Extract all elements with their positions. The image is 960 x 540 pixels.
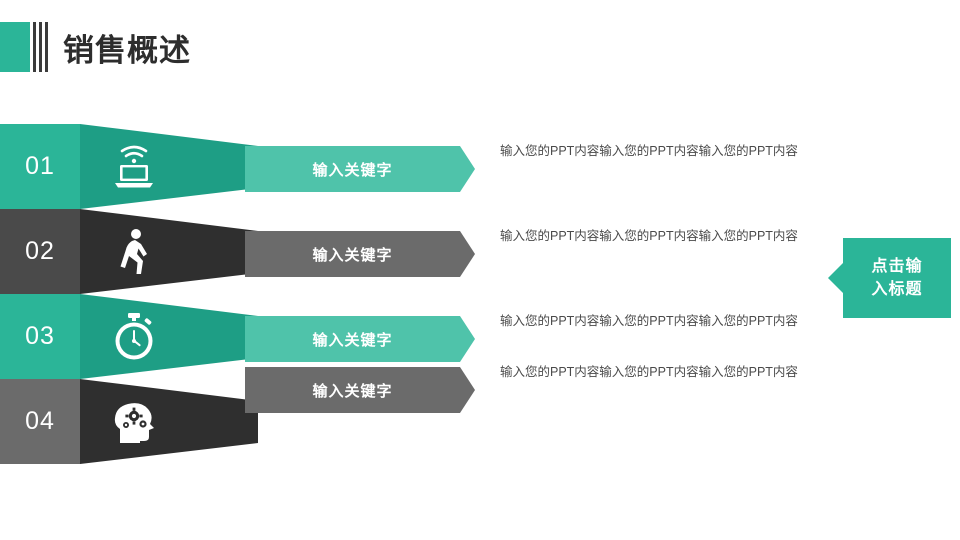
callout-arrow (828, 262, 844, 294)
diagram-row: 04 输入关键字 (0, 365, 960, 464)
row-keyword-block: 输入关键字 (245, 146, 475, 192)
row-body-text: 输入您的PPT内容输入您的PPT内容输入您的PPT内容 (500, 229, 798, 243)
row-keyword-block: 输入关键字 (245, 316, 475, 362)
page-title: 销售概述 (63, 32, 191, 68)
row-number-badge: 02 (0, 209, 80, 294)
row-keyword-label: 输入关键字 (312, 246, 393, 264)
laptop-wifi-icon (105, 138, 163, 196)
page-title-block: 销售概述 (0, 22, 191, 72)
row-body-text: 输入您的PPT内容输入您的PPT内容输入您的PPT内容 (500, 314, 798, 328)
diagram-row: 02 输入关键字 输入您的PPT内容输入您的PPT内容输入您的PPT内容 (0, 209, 960, 294)
title-stripe-decoration (33, 22, 49, 72)
row-body-text: 输入您的PPT内容输入您的PPT内容输入您的PPT内容 (500, 365, 798, 379)
row-number-badge: 04 (0, 379, 80, 464)
row-number-badge: 01 (0, 124, 80, 209)
row-keyword-label: 输入关键字 (312, 161, 393, 179)
head-gears-icon (105, 393, 163, 451)
row-keyword-label: 输入关键字 (312, 331, 393, 349)
row-keyword-label: 输入关键字 (312, 382, 393, 400)
diagram-row: 01 输入关键字 输入您的PPT内容输入您的PPT内容输入您的PPT内容 (0, 124, 960, 209)
callout-line-2: 入标题 (871, 281, 923, 298)
row-icon-band (80, 209, 258, 294)
row-body-text: 输入您的PPT内容输入您的PPT内容输入您的PPT内容 (500, 144, 798, 158)
callout-line-1: 点击输 (871, 257, 923, 275)
title-accent-bar (0, 22, 30, 72)
diagram-row: 03 输入关键字 输入您的PPT内容输入您的PPT内容输 (0, 294, 960, 379)
row-number-badge: 03 (0, 294, 80, 379)
process-diagram: 01 输入关键字 输入您的PPT内容输入您的PPT内容输入您的PPT内容 (0, 124, 960, 464)
walking-person-icon (105, 223, 163, 281)
row-icon-band (80, 294, 258, 379)
stopwatch-icon (105, 308, 163, 366)
row-keyword-block: 输入关键字 (245, 231, 475, 277)
row-icon-band (80, 124, 258, 209)
callout-text: 点击输 入标题 (865, 255, 928, 301)
callout-box[interactable]: 点击输 入标题 (843, 238, 951, 318)
row-keyword-block: 输入关键字 (245, 367, 475, 413)
